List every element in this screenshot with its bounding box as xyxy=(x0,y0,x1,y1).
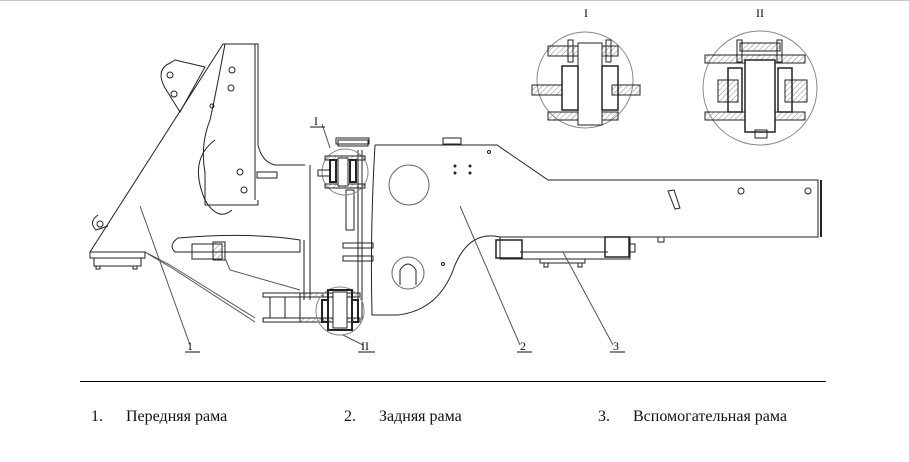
legend-item-auxiliary-frame: 3. Вспомогательная рама xyxy=(598,408,787,426)
legend-text: Вспомогательная рама xyxy=(633,408,788,425)
detail-view-II-title: II xyxy=(756,6,764,20)
legend-number: 2. xyxy=(344,408,356,425)
legend-text: Задняя рама xyxy=(379,408,462,425)
callout-1: 1 xyxy=(187,339,193,353)
leader-lines xyxy=(139,123,614,346)
callout-2: 2 xyxy=(520,339,526,353)
page-top-border xyxy=(0,0,909,1)
callout-3: 3 xyxy=(613,339,619,353)
detail-view-I-title: I xyxy=(584,6,588,20)
legend-number: 3. xyxy=(598,408,610,425)
front-frame xyxy=(89,43,311,323)
lower-linkage xyxy=(262,292,361,323)
legend-text: Передняя рама xyxy=(126,408,228,425)
callout-I: I xyxy=(314,114,318,128)
callout-II: II xyxy=(361,339,369,353)
hinge-detail-I-marker xyxy=(317,148,369,196)
frame-assembly-drawing: 1 2 3 I II I II xyxy=(89,6,822,353)
legend-number: 1. xyxy=(91,408,103,425)
legend-separator xyxy=(80,381,826,382)
legend-item-rear-frame: 2. Задняя рама xyxy=(344,408,462,426)
detail-view-II xyxy=(702,30,818,146)
hinge-column xyxy=(337,139,374,320)
legend-item-front-frame: 1. Передняя рама xyxy=(91,408,227,426)
callout-underlines xyxy=(185,126,625,353)
rear-frame xyxy=(335,137,822,316)
auxiliary-frame xyxy=(495,236,665,268)
hinge-detail-II-marker xyxy=(315,286,365,336)
detail-view-I xyxy=(531,31,641,129)
